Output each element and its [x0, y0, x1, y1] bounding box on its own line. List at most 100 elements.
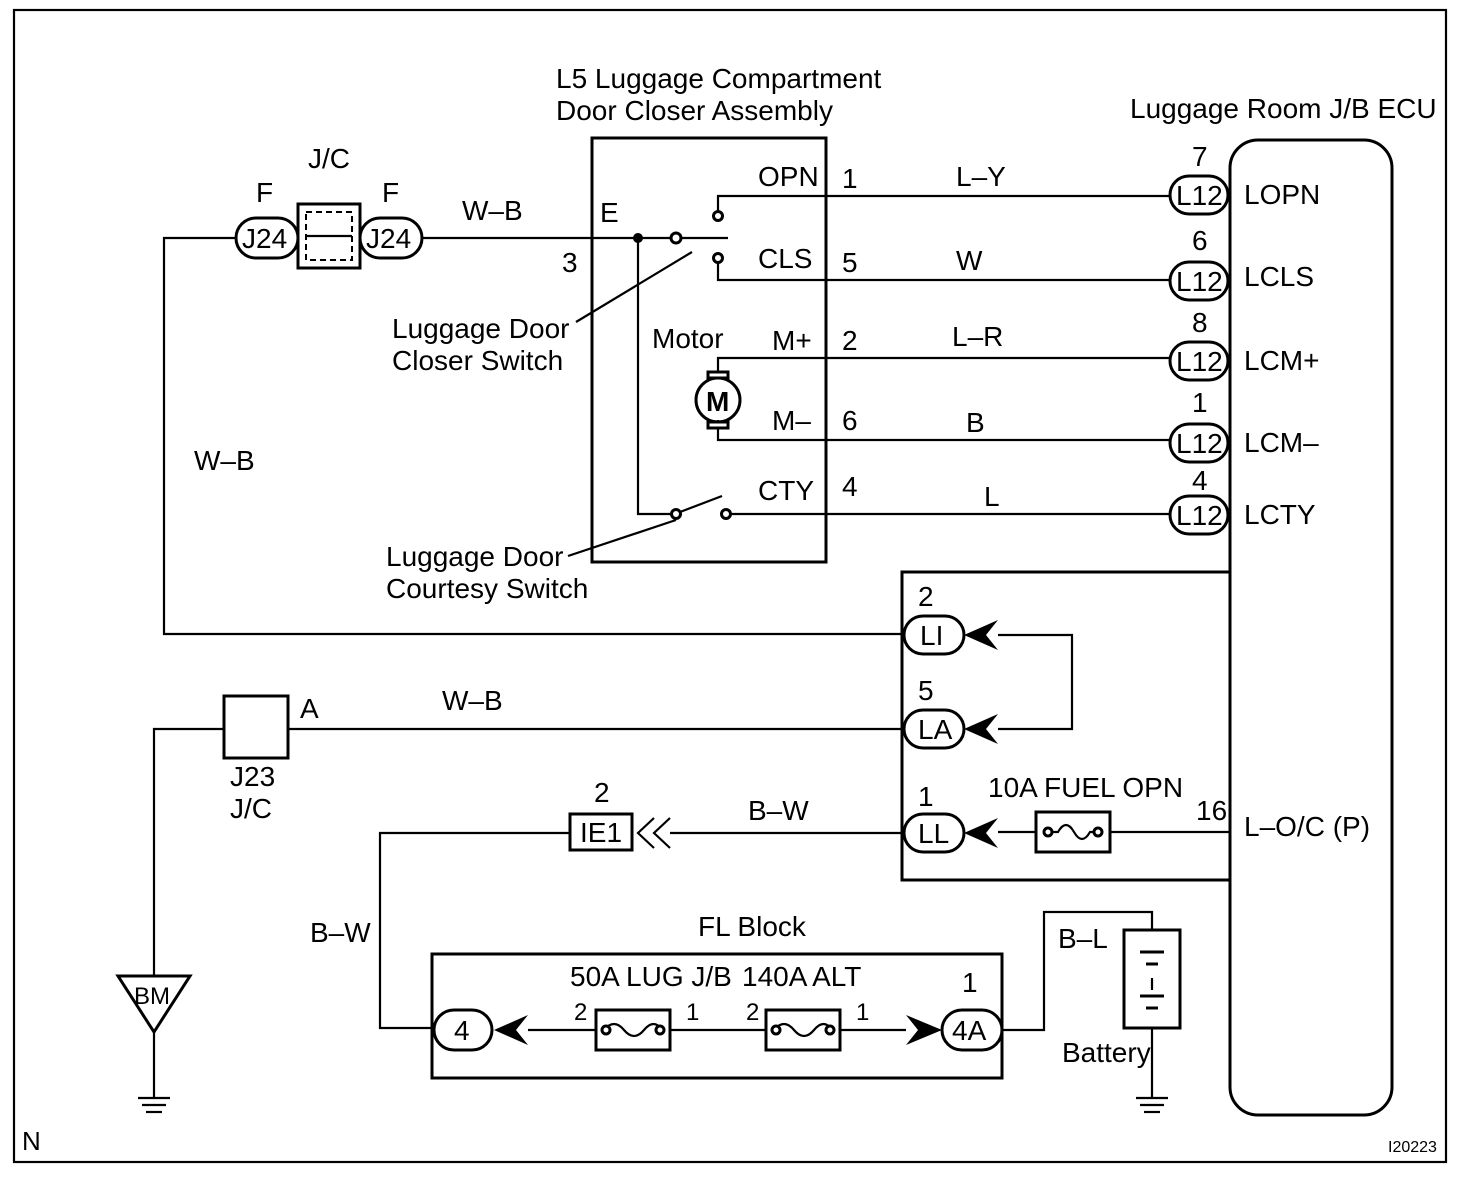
closer-pin-name: OPN: [758, 161, 819, 192]
ecu-connector-li: 2 LI: [902, 581, 998, 656]
ecu-pin: 6: [1192, 225, 1208, 256]
fuse-terminal: [770, 1024, 782, 1036]
ecu-terminal-name: LCTY: [1244, 499, 1316, 530]
fl-right-pin: 1: [962, 967, 978, 998]
wire-courtesy: [636, 238, 672, 516]
switch-blade: [679, 494, 723, 514]
switch-contact: [712, 252, 724, 264]
wire-color: B: [966, 407, 985, 438]
jc-wire-label: W–B: [462, 195, 523, 226]
wire-ie1-fl: [378, 831, 570, 1030]
fl-block-title: FL Block: [698, 911, 807, 942]
closer-pin-name: CLS: [758, 243, 812, 274]
closer-pin-name: CTY: [758, 475, 814, 506]
ecu-terminal-lcls: 6 L12 LCLS: [1168, 225, 1314, 302]
fuse-terminal: [824, 1024, 836, 1036]
fuse-terminal: [600, 1024, 612, 1036]
switch-contact: [712, 210, 724, 222]
closer-switch-label-line1: Luggage Door: [392, 313, 569, 344]
connector-label: LL: [918, 818, 949, 849]
ie1-pin: 2: [594, 777, 610, 808]
closer-pin-number: 6: [842, 405, 858, 436]
connector-label: L12: [1176, 346, 1223, 377]
closer-title-line1: L5 Luggage Compartment: [556, 63, 882, 94]
ecu-terminal-lcm-minus: 1 L12 LCM–: [1168, 387, 1319, 464]
fuse-pin: 1: [856, 999, 869, 1026]
courtesy-switch-leader: [567, 518, 677, 558]
fuse-pin: 2: [574, 999, 587, 1026]
j23-terminal: A: [300, 693, 319, 724]
ecu-connector-ll: 1 LL: [902, 781, 998, 854]
jc-top-label: J/C: [308, 143, 350, 174]
connector-j24-right: [358, 216, 424, 260]
ecu-terminal-lcty: 4 L12 LCTY: [1168, 465, 1316, 536]
ground-icon: [138, 1096, 170, 1114]
wire-cls: [716, 262, 1170, 282]
connector-l12: [1168, 340, 1230, 382]
closer-pin-name: M+: [772, 325, 812, 356]
motor-symbol: M: [706, 386, 729, 417]
wire-battery: [1002, 910, 1154, 1032]
closer-ground-pin: 3: [562, 247, 578, 278]
wire-left-wb: [162, 236, 904, 636]
wire-color: L–Y: [956, 161, 1006, 192]
ecu-terminal-name: LCM–: [1244, 427, 1319, 458]
ecu-connector-la: 5 LA: [902, 675, 998, 750]
connector-pin: 5: [918, 675, 934, 706]
ecu-pin: 7: [1192, 141, 1208, 172]
fuse-terminal: [1042, 826, 1054, 838]
closer-pin-number: 1: [842, 163, 858, 194]
ecu-terminal-lcm-plus: 8 L12 LCM+: [1168, 307, 1319, 382]
ecu-power-name: L–O/C (P): [1244, 811, 1370, 842]
closer-pin-name: M–: [772, 405, 811, 436]
ecu-terminal-name: LCLS: [1244, 261, 1314, 292]
connector-chevron: [636, 817, 655, 849]
wire-color: L: [984, 481, 1000, 512]
switch-contact: [720, 508, 732, 520]
wire-color: W: [956, 245, 983, 276]
ground-label: BM: [134, 983, 170, 1010]
closer-pin-number: 2: [842, 325, 858, 356]
closer-switch-leader: [575, 251, 693, 323]
connector-label: J24: [242, 223, 287, 254]
ground-icon: [1136, 1096, 1168, 1114]
closer-pin-number: 4: [842, 471, 858, 502]
connector-pin: 1: [918, 781, 934, 812]
ie1-label: IE1: [580, 817, 622, 848]
battery-label: Battery: [1062, 1037, 1151, 1068]
ecu-pin: 8: [1192, 307, 1208, 338]
fuse-terminal: [1092, 826, 1104, 838]
connector-arrow: [964, 714, 998, 744]
ecu-power-pin: 16: [1196, 795, 1227, 826]
wire-j23-ground: [152, 727, 224, 976]
switch-contact: [669, 231, 683, 245]
fuse-element: [773, 1022, 833, 1038]
li-la-jumper: [998, 633, 1074, 731]
connector-label: LI: [920, 620, 943, 651]
connector-pin: 2: [918, 581, 934, 612]
connector-arrow: [964, 818, 998, 848]
connector-label: L12: [1176, 428, 1223, 459]
connector-label: L12: [1176, 500, 1223, 531]
ecu-terminal-name: LCM+: [1244, 345, 1319, 376]
connector-label: 4A: [952, 1015, 987, 1046]
jc-right-letter: F: [382, 177, 399, 208]
connector-label: J24: [366, 223, 411, 254]
wire-label-mid-wb: W–B: [442, 685, 503, 716]
fuse-pin: 2: [746, 999, 759, 1026]
closer-title-line2: Door Closer Assembly: [556, 95, 833, 126]
connector-arrow: [494, 1015, 528, 1045]
j23-label: J23: [230, 761, 275, 792]
wire-color: L–R: [952, 321, 1003, 352]
connector-label: 4: [454, 1015, 470, 1046]
courtesy-switch-label-line2: Courtesy Switch: [386, 573, 588, 604]
closer-pin-number: 5: [842, 247, 858, 278]
closer-assembly-box: [590, 136, 828, 564]
motor-brush: [706, 370, 730, 380]
fuse-element: [1046, 823, 1100, 841]
jc-left-letter: F: [256, 177, 273, 208]
ecu-internal-box: [900, 570, 1230, 882]
wire-label-bw: B–W: [748, 795, 809, 826]
wire-opn: [716, 194, 1170, 212]
